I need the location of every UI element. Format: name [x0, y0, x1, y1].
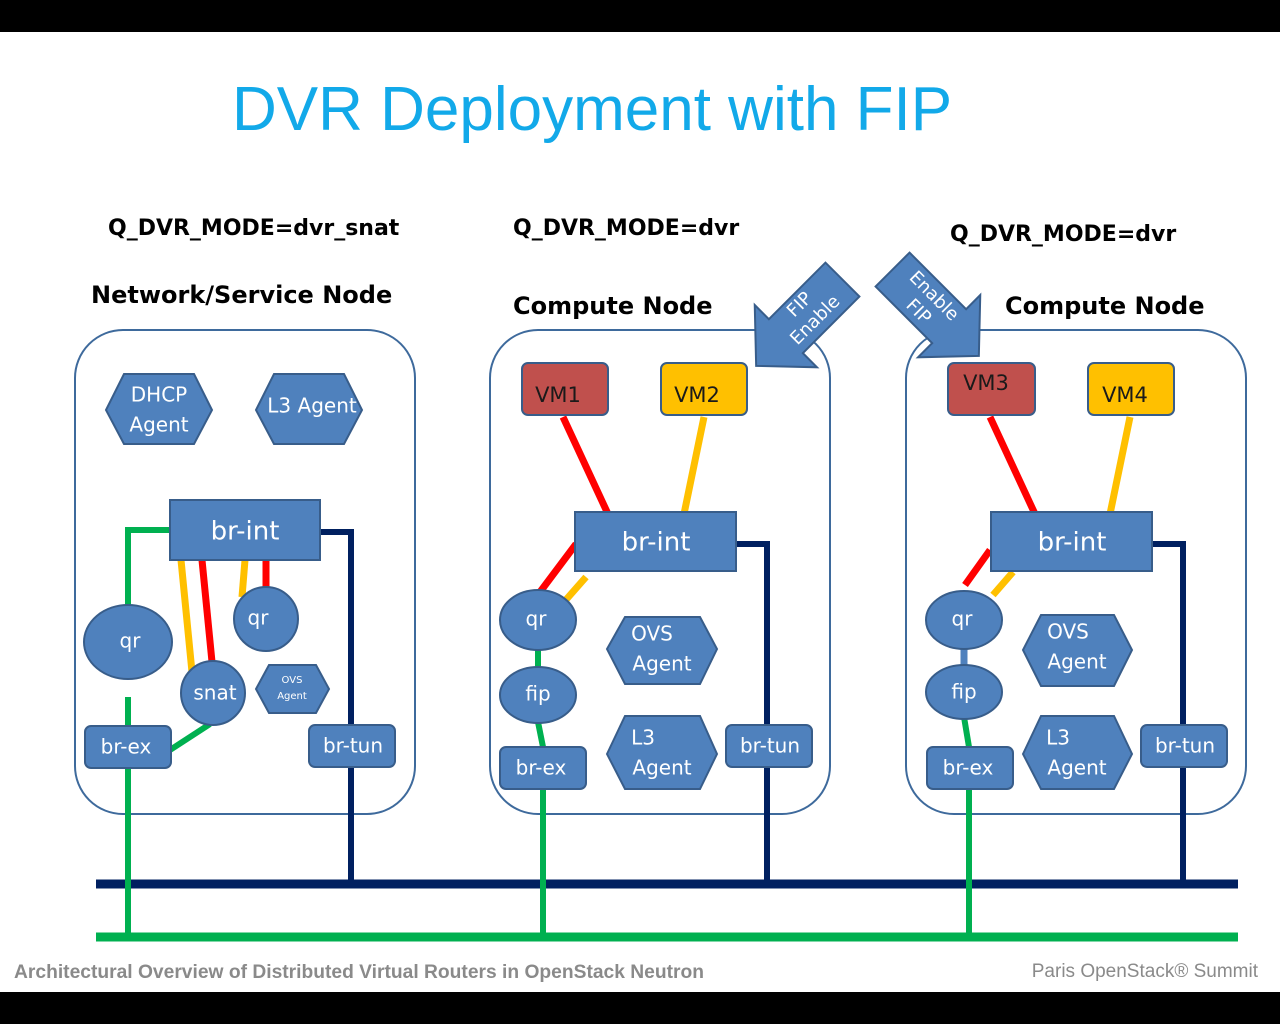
- node1-br-int-label: br-int: [211, 517, 280, 547]
- compute-node-2-box: [905, 329, 1247, 815]
- node2-br-int-label: br-int: [622, 528, 691, 558]
- dhcp-agent-label-line1: DHCP: [131, 383, 187, 407]
- node3-qr[interactable]: qr: [925, 590, 1003, 650]
- node3-l3-agent[interactable]: L3 Agent: [1021, 715, 1134, 790]
- node2-yellow-wire-vm2: [680, 416, 708, 515]
- node2-red-wire-vm1: [559, 415, 612, 516]
- node2-l3-agent[interactable]: L3 Agent: [605, 715, 719, 790]
- vm4[interactable]: VM4: [1087, 362, 1175, 416]
- node1-br-tun[interactable]: br-tun: [308, 724, 396, 768]
- node3-red-wire-qr: [962, 547, 993, 588]
- node1-qr-right[interactable]: qr: [233, 586, 299, 652]
- node1-br-ex[interactable]: br-ex: [84, 725, 172, 769]
- node3-br-tun[interactable]: br-tun: [1140, 724, 1228, 768]
- slide: DVR Deployment with FIP Q_DVR_MODE=dvr_s…: [0, 32, 1280, 992]
- node2-header: Compute Node: [513, 292, 713, 320]
- node3-l3-label-line1: L3: [1046, 726, 1070, 750]
- node1-ovs-label-line2: Agent: [277, 691, 307, 702]
- node3-ovs-label-line2: Agent: [1047, 650, 1106, 674]
- node1-br-int[interactable]: br-int: [169, 499, 321, 561]
- node2-qr[interactable]: qr: [499, 589, 577, 651]
- node2-tunnel-wire: [736, 541, 770, 884]
- node3-tunnel-wire: [1152, 541, 1186, 884]
- node1-yellow-wire-qr: [238, 559, 249, 598]
- node3-header: Compute Node: [1005, 292, 1205, 320]
- vm3-label: VM3: [963, 371, 1009, 395]
- node3-qr-label: qr: [952, 607, 974, 631]
- dhcp-agent[interactable]: DHCP Agent: [104, 373, 214, 445]
- dhcp-agent-label-line2: Agent: [129, 413, 188, 437]
- node1-br-ex-label: br-ex: [101, 735, 152, 759]
- node2-ovs-label-line1: OVS: [631, 622, 673, 646]
- enable-fip-arrow-node3: Enable FIP: [874, 251, 982, 359]
- vm1[interactable]: VM1: [521, 362, 609, 416]
- vm4-label: VM4: [1102, 383, 1148, 407]
- node2-br-tun[interactable]: br-tun: [725, 724, 813, 768]
- node1-red-wire-snat: [198, 559, 217, 673]
- l3-agent-label: L3 Agent: [267, 394, 357, 418]
- node2-mode-label: Q_DVR_MODE=dvr: [513, 216, 739, 241]
- vm1-label: VM1: [535, 383, 581, 407]
- l3-agent-network-node[interactable]: L3 Agent: [254, 373, 364, 445]
- node2-fip-label: fip: [525, 682, 550, 706]
- node1-ovs-agent[interactable]: OVS Agent: [254, 664, 331, 714]
- node3-br-int[interactable]: br-int: [990, 511, 1153, 572]
- node2-yellow-wire-qr: [561, 574, 589, 605]
- node2-l3-label-line1: L3: [631, 726, 655, 750]
- node2-br-tun-label: br-tun: [740, 734, 800, 758]
- arrow-down-right-icon: [874, 251, 982, 359]
- node3-ovs-label-line1: OVS: [1047, 620, 1089, 644]
- node2-l3-label-line2: Agent: [632, 756, 691, 780]
- network-node-box: [74, 329, 416, 815]
- node3-green-wire-fip-brex: [961, 716, 972, 748]
- node2-red-wire-qr: [537, 541, 579, 595]
- arrow-down-left-icon: [753, 261, 861, 369]
- node1-br-tun-label: br-tun: [323, 734, 383, 758]
- node2-br-ex[interactable]: br-ex: [499, 746, 587, 790]
- node3-br-int-label: br-int: [1038, 528, 1107, 558]
- node3-yellow-wire-vm4: [1106, 416, 1134, 515]
- node3-red-wire-vm3: [986, 415, 1039, 516]
- node3-br-ex-label: br-ex: [943, 756, 994, 780]
- node3-mode-label: Q_DVR_MODE=dvr: [950, 222, 1176, 247]
- compute-node-1-box: [489, 329, 831, 815]
- node3-ovs-agent[interactable]: OVS Agent: [1021, 614, 1134, 687]
- vm2-label: VM2: [674, 383, 720, 407]
- node1-qr-right-label: qr: [248, 606, 270, 630]
- node1-yellow-wire-snat: [177, 559, 196, 673]
- node3-l3-label-line2: Agent: [1047, 756, 1106, 780]
- node3-yellow-wire-qr: [990, 569, 1016, 598]
- node1-green-wire-snat-brex: [168, 721, 212, 753]
- node2-ovs-agent[interactable]: OVS Agent: [605, 616, 719, 685]
- vm2[interactable]: VM2: [660, 362, 748, 416]
- node2-ovs-label-line2: Agent: [632, 652, 691, 676]
- snat-label: snat: [193, 681, 236, 705]
- footer-left-text: Architectural Overview of Distributed Vi…: [14, 962, 704, 983]
- node1-mode-label: Q_DVR_MODE=dvr_snat: [108, 216, 400, 241]
- node1-ovs-label-line1: OVS: [282, 675, 303, 686]
- node2-br-int[interactable]: br-int: [574, 511, 737, 572]
- node1-qr-left[interactable]: qr: [83, 604, 173, 680]
- node2-qr-label: qr: [526, 607, 548, 631]
- node3-fip[interactable]: fip: [925, 664, 1003, 720]
- vm3[interactable]: VM3: [947, 362, 1036, 416]
- node3-br-ex[interactable]: br-ex: [926, 746, 1014, 790]
- footer-right-text: Paris OpenStack® Summit: [1032, 961, 1259, 982]
- node3-br-tun-label: br-tun: [1155, 734, 1215, 758]
- node2-fip[interactable]: fip: [499, 666, 577, 724]
- node1-green-wire-brint-qr: [125, 527, 170, 612]
- slide-title: DVR Deployment with FIP: [232, 75, 952, 144]
- snat-namespace[interactable]: snat: [180, 660, 246, 726]
- node2-br-ex-label: br-ex: [516, 756, 567, 780]
- node1-tunnel-wire: [320, 529, 354, 884]
- diagram-canvas: DVR Deployment with FIP Q_DVR_MODE=dvr_s…: [14, 75, 1259, 983]
- node1-qr-left-label: qr: [120, 629, 142, 653]
- node2-green-wire-fip-brex: [535, 721, 546, 748]
- node3-fip-label: fip: [951, 680, 976, 704]
- node1-header: Network/Service Node: [91, 281, 392, 309]
